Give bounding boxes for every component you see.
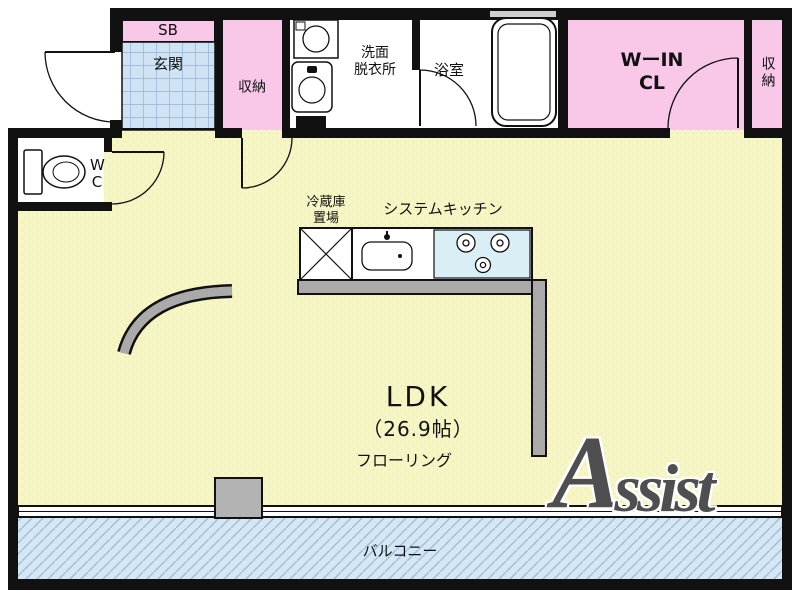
bathroom-label: 浴室 [433, 60, 465, 79]
flooring-label: フローリング [355, 451, 453, 471]
washroom-label: 洗面 脱衣所 [354, 45, 396, 79]
wc-door-arc [111, 151, 165, 205]
kitchen-label: システムキッチン [383, 199, 503, 218]
partitions [117, 279, 547, 457]
walk-in-closet-area [568, 20, 744, 130]
balcony-label: バルコニー [362, 541, 438, 560]
fridge-label-line1: 冷蔵庫 [306, 195, 346, 211]
wc-label: WC [90, 155, 105, 191]
hall-closet-area [223, 20, 282, 130]
bathtub-icon [491, 17, 557, 127]
room-fills [18, 19, 782, 579]
wicl-label-line1: WーIN [620, 48, 684, 71]
assist-watermark: A ssist [552, 415, 716, 530]
hall-closet-door-arc [241, 137, 293, 189]
kitchen-unit [299, 227, 533, 281]
ldk-size-label: （26.9帖） [362, 416, 474, 441]
bath-mat [296, 116, 326, 129]
kitchen-back-wall [297, 279, 547, 295]
fridge-space-label: 冷蔵庫 置場 [306, 195, 345, 227]
genkan-label: 玄関 [152, 54, 184, 73]
fridge-label-line2: 置場 [312, 211, 340, 226]
curved-partition-fill [119, 286, 233, 355]
vanity-sink-icon [291, 61, 333, 129]
wicl-label-line2: CL [638, 72, 666, 94]
wicl-label: WーIN CL [621, 49, 684, 95]
stove-burners [456, 233, 510, 274]
toilet-icon [23, 149, 86, 195]
washing-machine-icon [293, 19, 339, 59]
washroom-label-line2: 脱衣所 [354, 62, 396, 78]
column-block [214, 477, 263, 519]
hall-closet-label: 収納 [238, 79, 266, 96]
living-partition-wall [531, 279, 547, 457]
balcony-window [17, 477, 783, 519]
bathroom-door-arc [419, 69, 477, 127]
washroom-label-line1: 洗面 [361, 44, 389, 61]
bathroom-window [490, 11, 556, 17]
watermark-first-letter: A [552, 415, 622, 530]
balcony-area [18, 517, 782, 579]
sb-label: SB [158, 20, 178, 39]
watermark-rest: ssist [614, 450, 715, 527]
walls [8, 8, 792, 590]
wicl-door-arc [667, 57, 739, 129]
doors [44, 51, 739, 205]
right-closet-area [752, 20, 782, 130]
kitchen-sink-icon [361, 231, 413, 271]
entrance-door-arc [44, 51, 116, 123]
right-closet-label: 収納 [759, 56, 776, 90]
ldk-label: LDK [385, 379, 451, 413]
